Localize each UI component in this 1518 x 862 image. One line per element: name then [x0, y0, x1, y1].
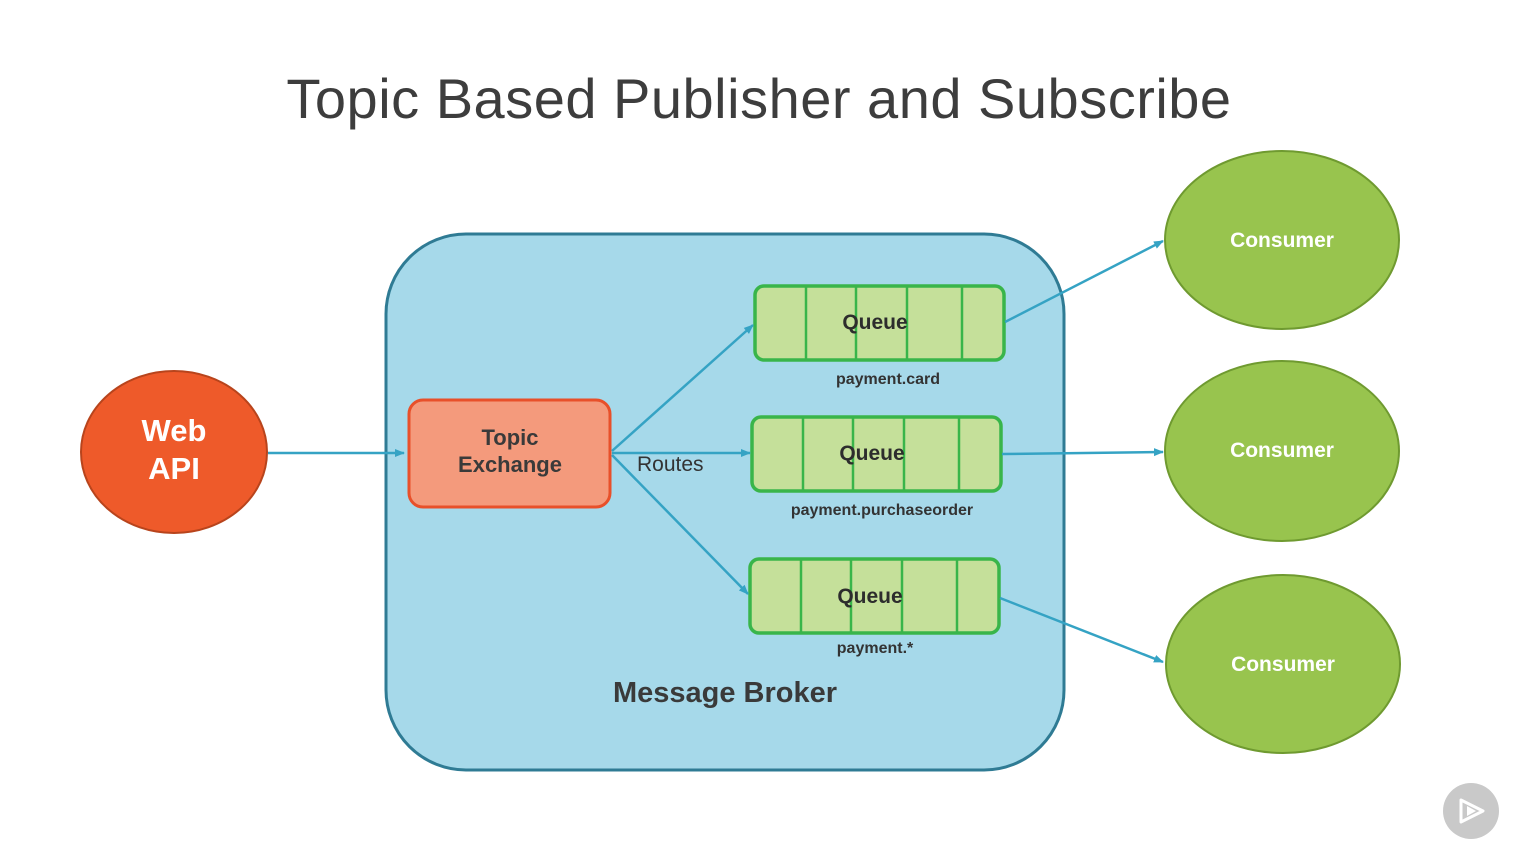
routes-label: Routes — [637, 453, 704, 476]
arrow-exchange-to-queue-1 — [611, 324, 754, 452]
arrow-exchange-to-queue-3 — [611, 454, 749, 595]
consumer-1-label: Consumer — [1230, 229, 1334, 252]
queue-payment-card — [753, 284, 1006, 362]
topic-exchange-label-line2: Exchange — [458, 452, 562, 477]
consumer-3-label: Consumer — [1231, 653, 1335, 676]
topic-exchange-label-line1: Topic — [481, 425, 539, 450]
topic-exchange-node — [407, 398, 612, 509]
queue-2-name: payment.purchaseorder — [790, 502, 974, 519]
consumer-node-2 — [1164, 360, 1400, 542]
message-broker-box — [384, 232, 1066, 772]
arrow-queue-2-to-consumer-2 — [1001, 448, 1164, 457]
web-api-label: Web API — [80, 412, 268, 488]
consumer-node-1 — [1164, 150, 1400, 330]
page-title: Topic Based Publisher and Subscribe — [286, 67, 1232, 130]
queue-1-name: payment.card — [835, 371, 941, 388]
consumer-2-label: Consumer — [1230, 439, 1334, 462]
queue-payment-purchaseorder — [750, 415, 1003, 493]
play-icon — [1459, 798, 1485, 824]
consumer-node-3 — [1165, 574, 1401, 754]
web-api-label-line1: Web — [141, 413, 207, 448]
queue-payment-wildcard — [748, 557, 1001, 635]
queue-1-label: Queue — [842, 311, 908, 334]
arrow-queue-1-to-consumer-1 — [1004, 239, 1164, 324]
web-api-node — [80, 370, 268, 534]
arrow-queue-3-to-consumer-3 — [999, 596, 1164, 664]
web-api-label-line2: API — [148, 451, 200, 486]
queue-2-label: Queue — [839, 442, 905, 465]
topic-exchange-label: Topic Exchange — [410, 424, 610, 478]
queue-3-name: payment.* — [836, 640, 914, 657]
message-broker-label: Message Broker — [612, 677, 838, 709]
queue-3-label: Queue — [837, 585, 903, 608]
play-button[interactable] — [1443, 783, 1499, 839]
